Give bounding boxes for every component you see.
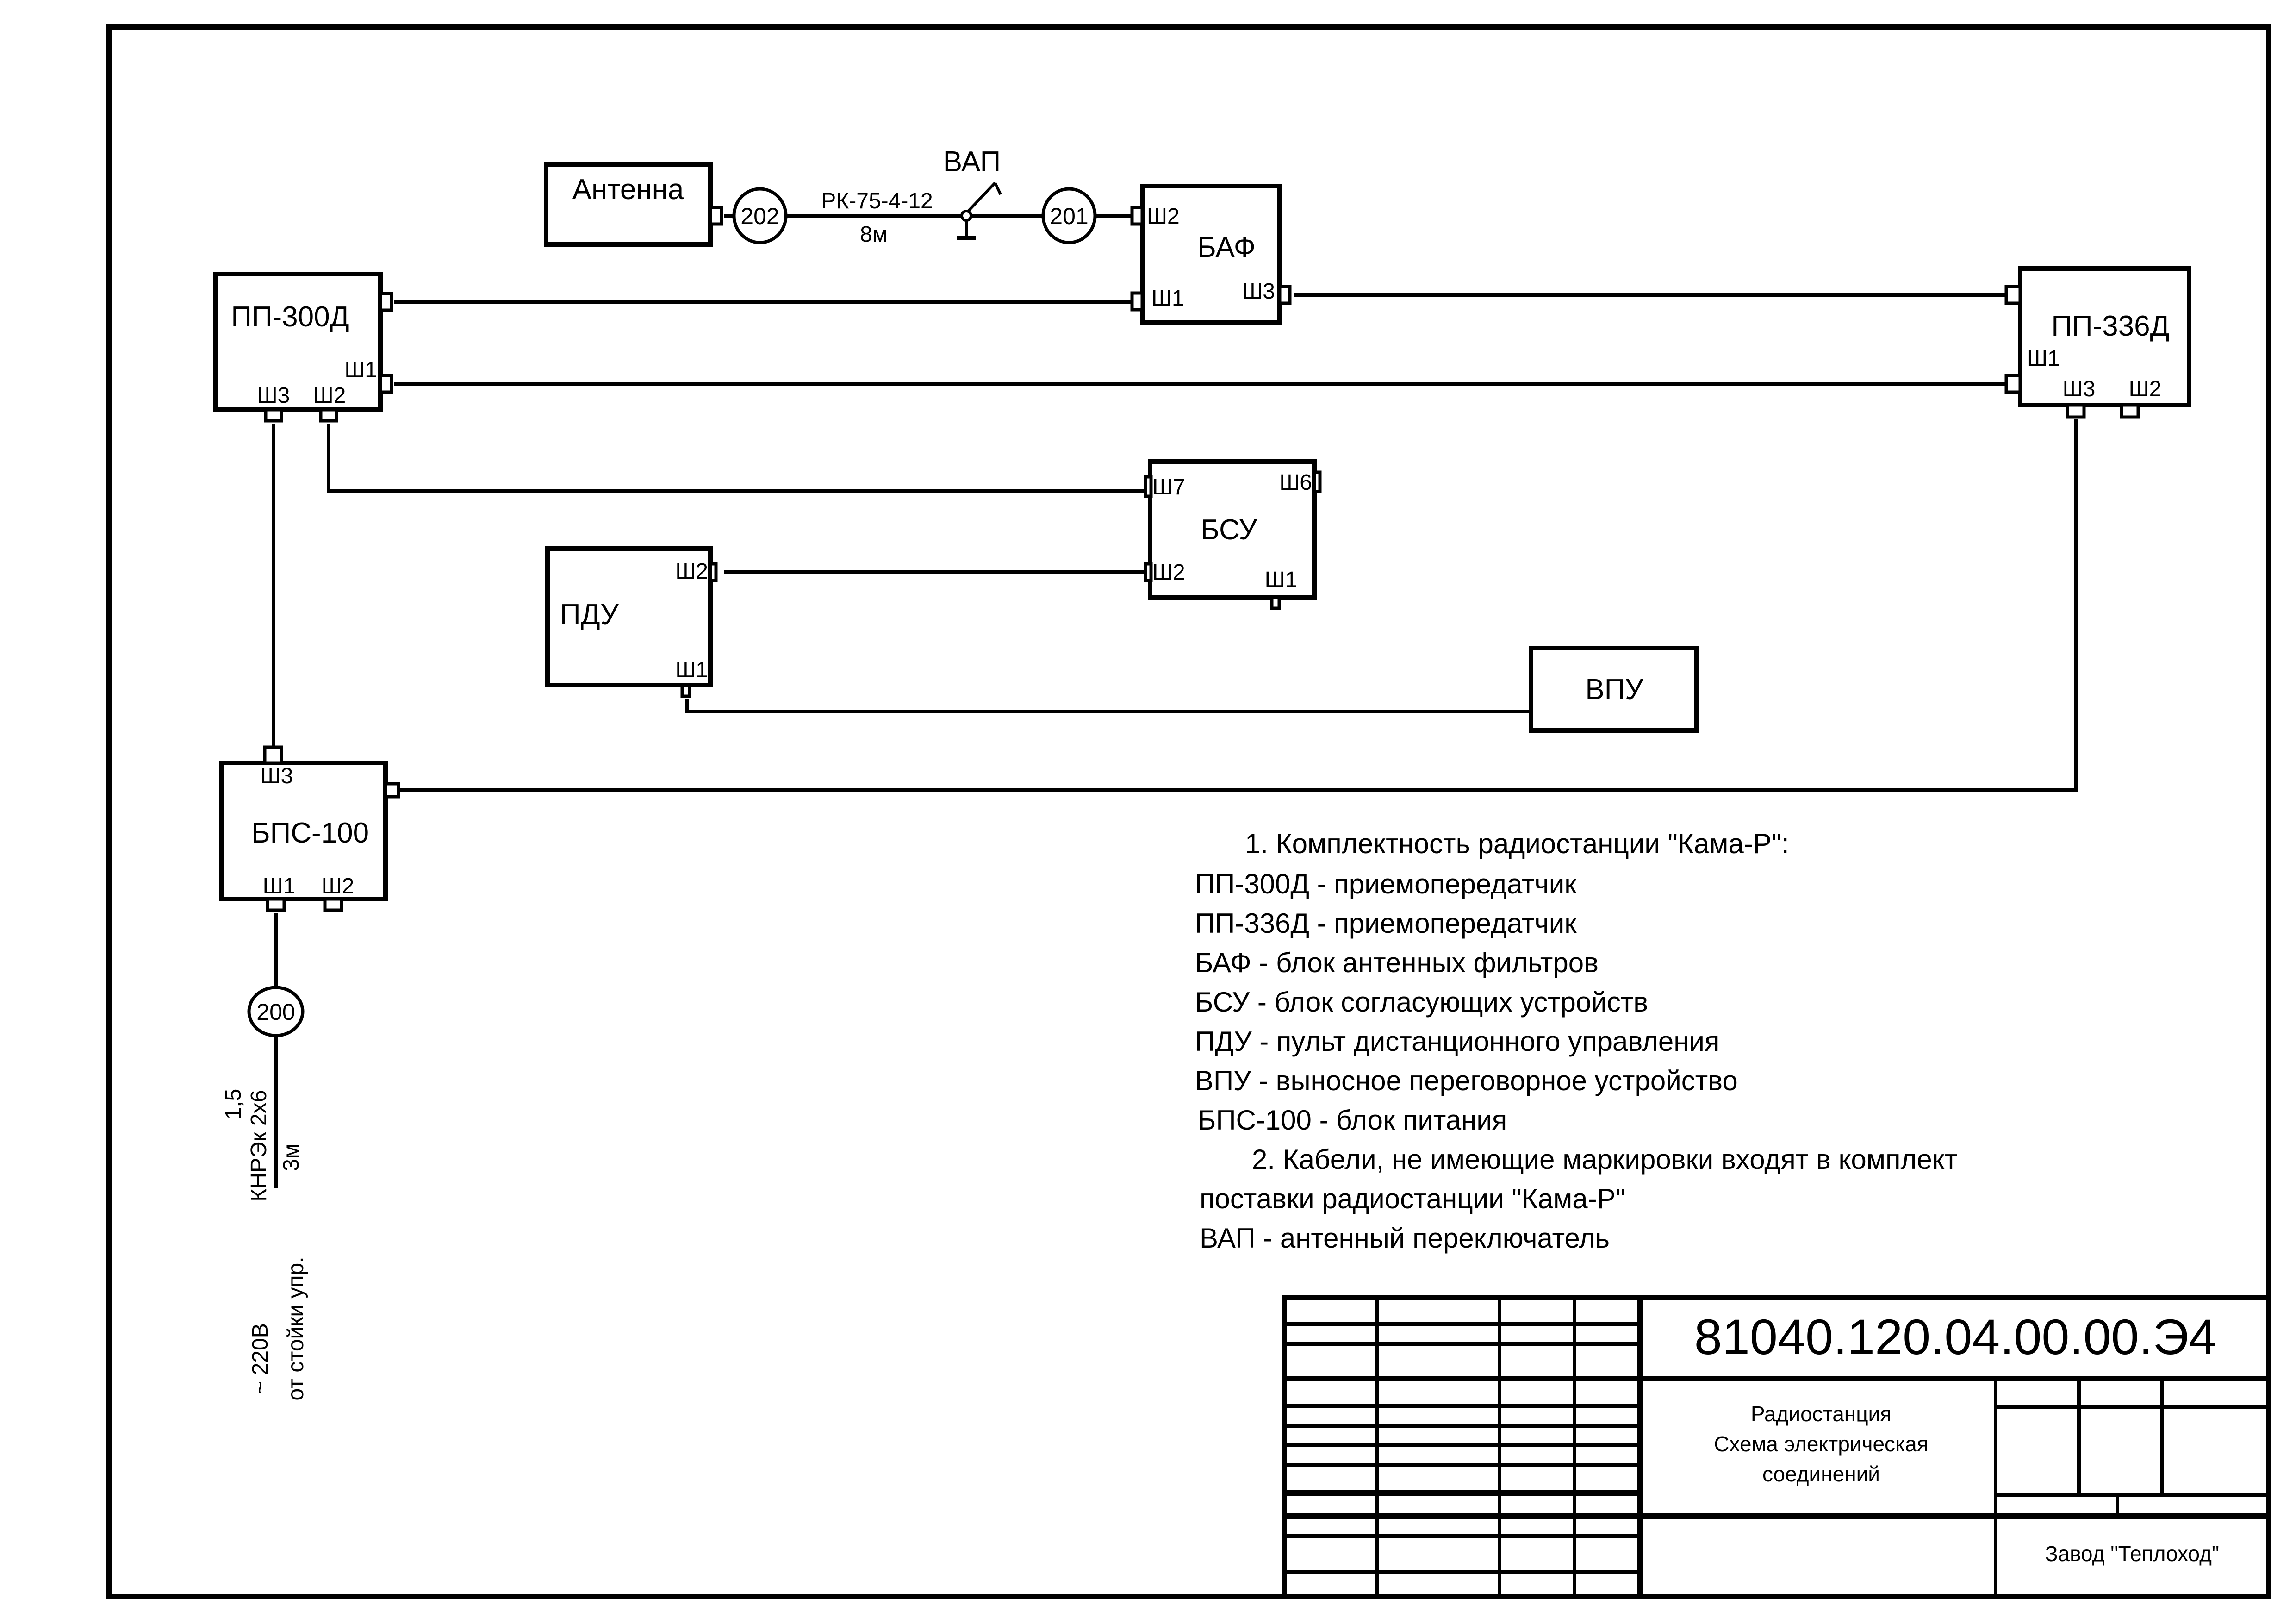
power-cable-labels: 1,5 КНРЭк 2х6 3м ~ 220В от стойки упр. [221,1089,308,1401]
svg-text:Ш3: Ш3 [257,383,290,408]
block-bps100[interactable]: БПС-100 Ш3 Ш1 Ш2 [219,745,400,912]
block-baf[interactable]: БАФ Ш2 Ш1 Ш3 [1130,184,1292,325]
cable-mark-201: 201 [1041,187,1097,244]
cable-mark-202: 202 [732,187,788,244]
antenna-cable-length: 8м [860,222,888,247]
block-vpu-label: ВПУ [1585,674,1643,706]
wire-pdu-vpu [685,699,1531,713]
connector-pp336d-sh3 [2066,403,2086,419]
svg-text:Ш2: Ш2 [1152,560,1185,585]
connector-pdu-sh2 [709,562,718,582]
block-pp300d[interactable]: ПП-300Д Ш1 Ш3 Ш2 [213,272,393,423]
connector-pp300d-sh1 [379,374,393,394]
connector-antenna [709,206,723,226]
note-component: БПС-100 - блок питания [1198,1105,1507,1136]
note-component: БАФ - блок антенных фильтров [1195,947,1599,978]
document-title-line-3: соединений [1762,1462,1880,1486]
connector-pp300d-sh2 [319,408,338,423]
svg-text:Ш6: Ш6 [1279,470,1312,495]
wire-pp300d-bsu [327,424,1145,493]
power-cable-length: 3м [279,1143,304,1171]
block-bsu[interactable]: БСУ Ш7 Ш6 Ш2 Ш1 [1144,459,1322,610]
block-antenna-label: Антенна [572,174,684,206]
drawing-frame [106,24,2271,1599]
block-baf-label: БАФ [1197,231,1256,263]
connector-bsu-sh6 [1313,470,1322,493]
connector-bsu-sh2 [1144,562,1153,582]
svg-text:202: 202 [740,203,779,229]
note-2-line-1: 2. Кабели, не имеющие маркировки входят … [1252,1144,1957,1175]
connector-pp336d-sh2 [2120,403,2140,419]
note-component: ПП-336Д - приемопередатчик [1195,908,1577,939]
power-source-voltage: ~ 220В [248,1323,273,1394]
svg-text:Ш3: Ш3 [261,764,293,788]
connector-bps-sh1 [266,897,286,912]
block-antenna[interactable]: Антенна [544,162,723,247]
svg-text:Ш1: Ш1 [263,874,296,899]
block-pp300d-label: ПП-300Д [231,301,349,333]
block-bps100-label: БПС-100 [251,817,369,849]
svg-text:Ш3: Ш3 [2063,377,2096,401]
svg-text:Ш2: Ш2 [313,383,346,408]
connector-bsu-sh1 [1270,595,1281,610]
antenna-cable-type: РК-75-4-12 [821,189,933,213]
document-title-line-2: Схема электрическая [1714,1432,1928,1456]
note-2-line-2: поставки радиостанции "Кама-Р" [1200,1183,1625,1214]
note-component: ПДУ - пульт дистанционного управления [1195,1026,1719,1057]
note-component: ВПУ - выносное переговорное устройство [1195,1065,1738,1096]
power-cable-section: 1,5 [221,1089,246,1120]
svg-text:Ш1: Ш1 [2027,346,2060,371]
block-pdu[interactable]: ПДУ Ш2 Ш1 [545,546,718,698]
notes: 1. Комплектность радиостанции "Кама-Р": … [1195,828,1957,1254]
block-pp336d-label: ПП-336Д [2051,310,2169,342]
power-source-origin: от стойки упр. [284,1256,308,1400]
svg-text:Ш3: Ш3 [1242,279,1275,304]
block-bsu-label: БСУ [1201,514,1257,546]
block-pp336d[interactable]: ПП-336Д Ш1 Ш3 Ш2 [2004,266,2191,419]
connector-bps-right [384,782,400,799]
svg-text:201: 201 [1050,203,1088,229]
wire-bps-pp336d [399,419,2078,792]
document-title-line-1: Радиостанция [1751,1402,1892,1426]
svg-text:Ш1: Ш1 [1151,286,1184,311]
antenna-switch-vap[interactable]: ВАП [943,146,1002,240]
connector-bps-sh2 [323,897,343,912]
document-code: 81040.120.04.00.00.Э4 [1694,1309,2217,1365]
svg-text:Ш2: Ш2 [675,559,708,584]
connector-baf-sh3 [1278,285,1292,305]
block-pdu-label: ПДУ [560,599,619,631]
svg-text:Ш1: Ш1 [1265,568,1298,592]
connector-pp336d-top [2004,285,2022,305]
cable-mark-200: 200 [247,986,305,1037]
connector-pp336d-sh1 [2004,374,2022,394]
connector-bps-sh3 [263,745,283,765]
svg-text:Ш7: Ш7 [1152,475,1185,500]
connector-bsu-sh7 [1144,475,1153,498]
svg-text:Ш1: Ш1 [344,358,377,382]
svg-text:Ш2: Ш2 [1147,204,1180,229]
connector-baf-sh2 [1130,206,1144,226]
svg-text:200: 200 [256,999,295,1025]
wires [272,214,2078,1188]
power-cable-type: КНРЭк 2х6 [247,1090,271,1202]
block-vpu[interactable]: ВПУ [1529,646,1699,733]
connector-pp300d-top [379,292,393,312]
connector-pp300d-sh3 [264,408,283,423]
connector-pdu-sh1 [680,683,691,698]
organization-name: Завод "Теплоход" [2045,1542,2219,1566]
note-1-heading: 1. Комплектность радиостанции "Кама-Р": [1245,828,1789,859]
svg-text:Ш1: Ш1 [675,658,708,682]
switch-vap-label: ВАП [943,146,1001,178]
note-component: ПП-300Д - приемопередатчик [1195,868,1577,899]
note-component: БСУ - блок согласующих устройств [1195,987,1648,1018]
svg-text:Ш2: Ш2 [2129,377,2162,401]
svg-text:Ш2: Ш2 [322,874,355,899]
connector-baf-sh1 [1130,291,1144,312]
title-block: 81040.120.04.00.00.Э4 Радиостанция Схема… [1282,1295,2271,1599]
note-vap-definition: ВАП - антенный переключатель [1200,1223,1610,1254]
